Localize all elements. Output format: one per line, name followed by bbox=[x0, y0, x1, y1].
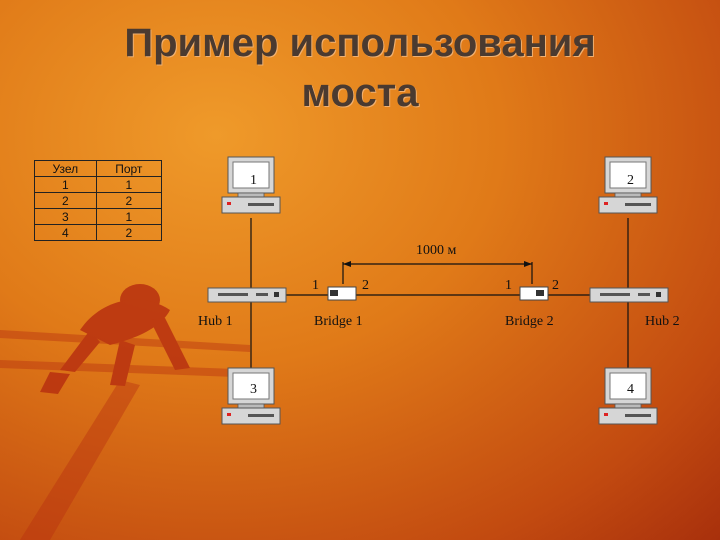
table-row: 4 2 bbox=[34, 224, 163, 241]
bridge-2-port-2: 2 bbox=[552, 278, 559, 293]
table-header-node: Узел bbox=[34, 160, 97, 177]
table-cell: 1 bbox=[95, 176, 163, 193]
table-row: 3 1 bbox=[34, 208, 163, 225]
table-cell: 4 bbox=[34, 224, 97, 241]
slide-title: Пример использования моста bbox=[0, 18, 720, 118]
node-port-table: Узел Порт 1 1 2 2 3 1 4 2 bbox=[34, 160, 163, 241]
computer-label-2: 2 bbox=[627, 173, 634, 188]
title-line-1: Пример использования bbox=[124, 21, 596, 65]
hub-1 bbox=[207, 287, 287, 303]
computer-label-1: 1 bbox=[250, 173, 257, 188]
bridge-label-2: Bridge 2 bbox=[505, 314, 554, 329]
table-row: 1 1 bbox=[34, 176, 163, 193]
bridge-2-port-1: 1 bbox=[505, 278, 512, 293]
bridge-1-port-1: 1 bbox=[312, 278, 319, 293]
hub-label-2: Hub 2 bbox=[645, 314, 680, 329]
bridge-1 bbox=[327, 286, 357, 301]
computer-label-3: 3 bbox=[250, 382, 257, 397]
distance-label: 1000 м bbox=[416, 243, 457, 258]
title-line-2: моста bbox=[301, 71, 419, 115]
table-cell: 2 bbox=[95, 224, 163, 241]
hub-2 bbox=[589, 287, 669, 303]
hub-label-1: Hub 1 bbox=[198, 314, 233, 329]
bridge-2 bbox=[519, 286, 549, 301]
bridge-1-port-2: 2 bbox=[362, 278, 369, 293]
bridge-label-1: Bridge 1 bbox=[314, 314, 363, 329]
computer-label-4: 4 bbox=[627, 382, 634, 397]
